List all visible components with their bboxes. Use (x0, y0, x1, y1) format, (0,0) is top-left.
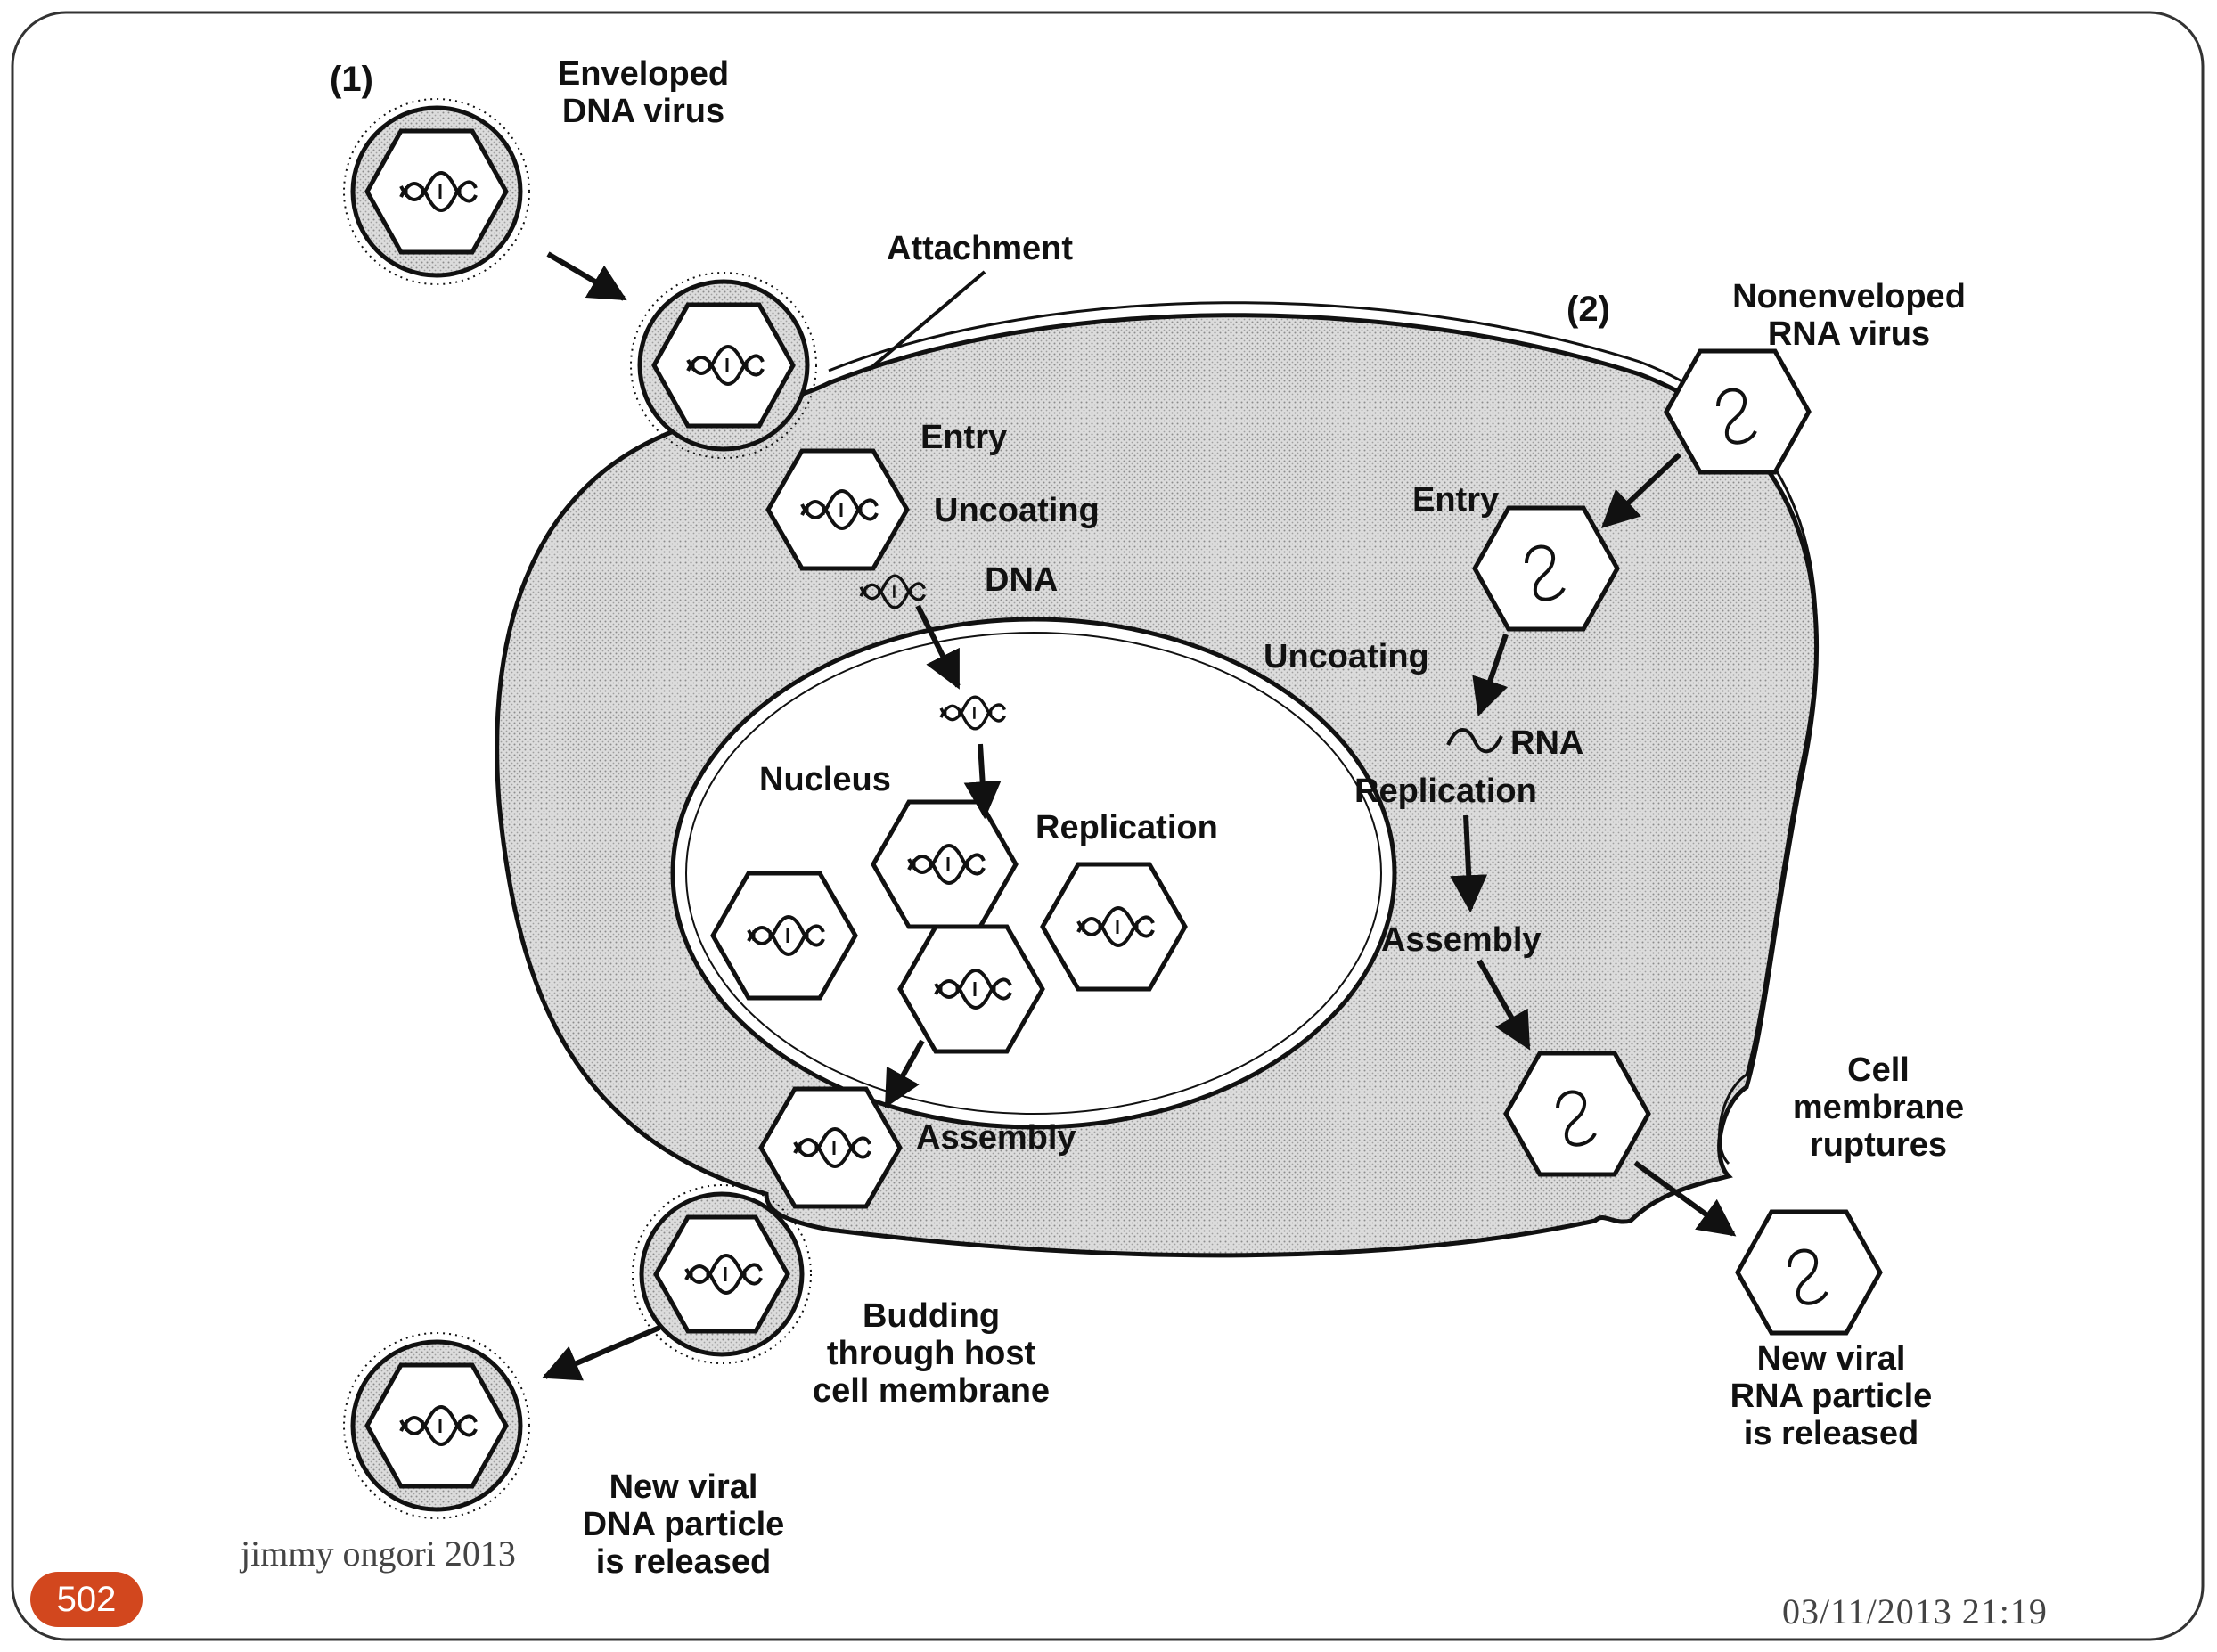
attachment-pointer (867, 270, 986, 372)
rna-uncoating-label: Uncoating (1264, 638, 1429, 675)
dna-entry-label: Entry (920, 419, 1008, 456)
nonenveloped-rna-virus (1664, 348, 1812, 475)
nucleus-label: Nucleus (759, 761, 891, 798)
page-number-badge: 502 (30, 1572, 143, 1627)
replicated-capsid (897, 924, 1045, 1054)
ruptures-line2: membrane (1792, 1089, 1965, 1126)
budding-line3: cell membrane (812, 1372, 1051, 1410)
entering-rna-virus (1472, 505, 1620, 632)
dna-label: DNA (985, 561, 1059, 599)
replicated-capsid (710, 871, 858, 1001)
attaching-virus (630, 272, 817, 459)
dna-released-line3: is released (595, 1543, 772, 1581)
rna-replication-label: Replication (1354, 773, 1537, 810)
rna-released-line3: is released (1743, 1415, 1919, 1452)
ruptures-line3: ruptures (1809, 1126, 1948, 1164)
dna-released-line2: DNA particle (582, 1506, 785, 1543)
panel2-title-line1: Nonenveloped (1732, 278, 1966, 315)
budding-line2: through host (826, 1335, 1036, 1372)
rna-released-line1: New viral (1756, 1340, 1906, 1378)
dna-uncoating-label: Uncoating (934, 492, 1100, 529)
rna-released-line2: RNA particle (1730, 1378, 1933, 1415)
rna-label: RNA (1510, 724, 1584, 762)
rna-assembly-label: Assembly (1381, 921, 1542, 959)
assembled-capsid (758, 1086, 903, 1209)
attachment-label: Attachment (887, 230, 1074, 267)
enveloped-dna-virus (343, 98, 530, 285)
footer-author: jimmy ongori 2013 (241, 1533, 516, 1574)
released-dna-virus (343, 1332, 530, 1519)
dna-assembly-label: Assembly (916, 1119, 1076, 1157)
pathway-arrows (542, 251, 1737, 1381)
replicated-capsid (1040, 862, 1188, 992)
replicated-capsid (871, 799, 1019, 929)
budding-line1: Budding (862, 1297, 1001, 1335)
replication-label: Replication (1035, 809, 1218, 846)
panel1-title-line2: DNA virus (561, 93, 725, 130)
rna-entry-label: Entry (1412, 481, 1500, 519)
footer-date: 03/11/2013 21:19 (1782, 1591, 2048, 1632)
panel1-number: (1) (330, 60, 373, 99)
dna-released-line1: New viral (609, 1468, 758, 1506)
panel1-title-line1: Enveloped (557, 55, 730, 93)
free-rna (1446, 728, 1503, 754)
ruptures-line1: Cell (1847, 1051, 1910, 1089)
uncoating-capsid (765, 448, 910, 571)
budding-virus (632, 1184, 812, 1364)
nucleus (670, 617, 1397, 1130)
released-rna-virus (1735, 1209, 1883, 1336)
assembled-rna-virus (1503, 1051, 1651, 1177)
panel2-title-line2: RNA virus (1767, 315, 1931, 353)
panel2-number: (2) (1567, 290, 1610, 329)
